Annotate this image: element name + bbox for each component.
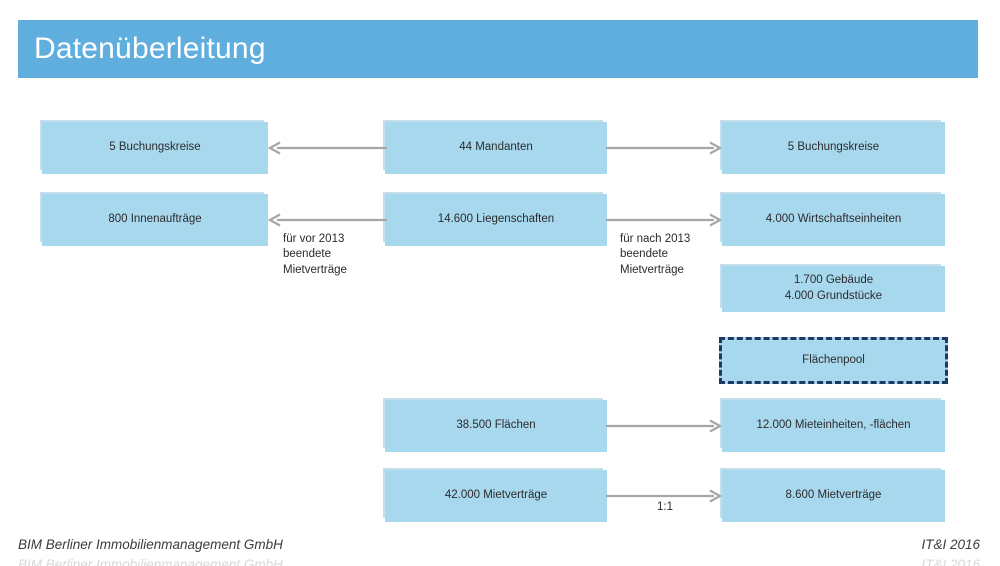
node-buchungskreise-left[interactable]: 5 Buchungskreise [42,122,268,174]
node-gebaeude-grundstuecke[interactable]: 1.700 Gebäude 4.000 Grundstücke [722,266,945,312]
node-innenauftraege[interactable]: 800 Innenaufträge [42,194,268,246]
footer-company: BIM Berliner Immobilienmanagement GmbH [18,537,283,552]
node-mandanten[interactable]: 44 Mandanten [385,122,607,174]
node-wirtschaftseinheiten[interactable]: 4.000 Wirtschaftseinheiten [722,194,945,246]
arrow-liegenschaften-to-innenauftraege [266,213,388,227]
node-flaechenpool[interactable]: Flächenpool [719,337,948,384]
node-flaechen[interactable]: 38.500 Flächen [385,400,607,452]
edge-label-ratio: 1:1 [657,501,673,513]
arrow-liegenschaften-to-wirtschaftseinheiten [606,213,724,227]
node-label: 14.600 Liegenschaften [437,213,555,226]
node-label: 5 Buchungskreise [787,141,880,154]
node-label: 8.600 Mietverträge [785,489,882,502]
footer-company-ghost: BIM Berliner Immobilienmanagement GmbH [18,557,283,566]
arrow-mandanten-to-buchungskreise [266,141,388,155]
node-label-line2: 4.000 Grundstücke [784,290,883,302]
node-label: 44 Mandanten [459,141,533,154]
footer-meta: IT&I 2016 [921,537,980,552]
node-label-line1: 1.700 Gebäude [793,274,874,287]
node-label: 12.000 Mieteinheiten, -flächen [756,419,911,432]
node-mietvertraege-target[interactable]: 8.600 Mietverträge [722,470,945,522]
node-liegenschaften[interactable]: 14.600 Liegenschaften [385,194,607,246]
node-label: 800 Innenaufträge [108,213,202,226]
node-buchungskreise-right[interactable]: 5 Buchungskreise [722,122,945,174]
node-label: 38.500 Flächen [456,419,536,432]
footer-meta-ghost: IT&I 2016 [921,557,980,566]
page-title: Datenüberleitung [34,32,266,65]
node-mietvertraege-source[interactable]: 42.000 Mietverträge [385,470,607,522]
node-label: 5 Buchungskreise [109,141,201,154]
arrow-flaechen-to-mieteinheiten [606,419,724,433]
node-label: Flächenpool [802,353,865,366]
annotation-right-note: für nach 2013 beendete Mietverträge [620,233,691,276]
node-label: 4.000 Wirtschaftseinheiten [765,213,902,226]
title-banner: Datenüberleitung [18,20,978,78]
node-mieteinheiten[interactable]: 12.000 Mieteinheiten, -flächen [722,400,945,452]
node-label: 42.000 Mietverträge [444,489,548,502]
annotation-left-note: für vor 2013 beendete Mietverträge [283,233,347,276]
arrow-mandanten-to-buchungskreise-right [606,141,724,155]
